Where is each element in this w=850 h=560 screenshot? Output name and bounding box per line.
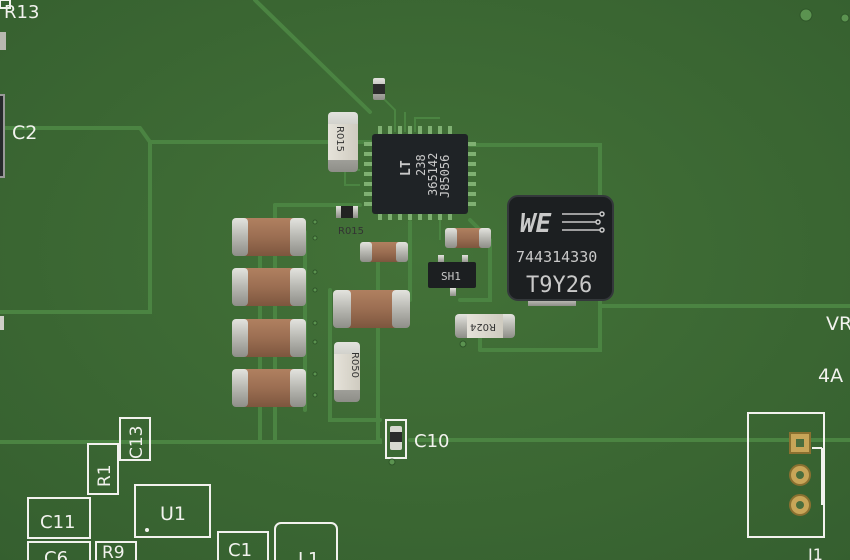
edge-component-c2 (0, 94, 5, 178)
label-c13: C13 (127, 425, 147, 459)
resistor-r050 (334, 342, 360, 402)
edge-pad (0, 316, 4, 330)
resistor-tiny-top-body (373, 84, 385, 94)
inductor-brand: WE (520, 209, 552, 239)
label-r13: R13 (4, 2, 39, 23)
label-l1: L1 (298, 549, 319, 560)
vias (312, 8, 850, 466)
capacitor-small-2 (445, 228, 491, 248)
resistor-r015: R015 (328, 112, 364, 237)
ic-logo: LT (399, 160, 414, 176)
ic-line1: 238 (414, 154, 428, 176)
label-j1: J1 (807, 545, 823, 560)
label-r1: R1 (95, 464, 115, 487)
ic-pins (364, 126, 476, 220)
label-vr: VR (826, 313, 850, 335)
capacitor-small-1 (360, 242, 408, 262)
label-c11: C11 (40, 512, 75, 533)
capacitor-tiny-black (340, 206, 354, 218)
inductor-part: 744314330 (516, 248, 597, 266)
thin-traces (344, 94, 441, 240)
label-c6: C6 (44, 548, 68, 560)
label-u1: U1 (160, 503, 186, 525)
mark-r015-text: R015 (334, 126, 345, 152)
label-amps: 4A (818, 365, 843, 387)
edge-pads-r13 (0, 32, 6, 50)
capacitor-c10-center (390, 432, 402, 442)
inductor-circuit-mark (562, 211, 605, 233)
mark-r024: R024 (470, 321, 496, 332)
silkscreen-labels: R13 C2 C10 C13 R1 U1 C11 C6 R9 C1 L1 J1 … (4, 2, 850, 560)
silkscreen-outlines (0, 0, 825, 560)
capacitor-tiny-pad2 (353, 206, 358, 218)
capacitor-large (333, 290, 410, 328)
resistor-r024 (455, 314, 515, 338)
pin1-dot (145, 528, 149, 532)
capacitor-tiny-pad (336, 206, 341, 218)
label-r9: R9 (102, 543, 125, 560)
ic-body (372, 134, 468, 214)
label-c1: C1 (228, 540, 252, 560)
capacitor-array (232, 218, 306, 407)
label-c10: C10 (414, 431, 449, 452)
ic-main: LT 238 365142 J85056 (364, 126, 476, 220)
ic-line2: 365142 (426, 153, 440, 196)
component-sh1: SH1 (428, 255, 476, 296)
inductor-code: T9Y26 (526, 273, 592, 298)
mark-r050: R050 (349, 352, 360, 378)
connector-j1 (789, 432, 811, 516)
mark-r015: R015 (338, 226, 364, 237)
label-c2: C2 (12, 122, 37, 144)
mark-sh1: SH1 (441, 270, 461, 283)
inductor-we: WE 744314330 T9Y26 (507, 195, 614, 306)
ic-line3: J85056 (438, 155, 452, 198)
